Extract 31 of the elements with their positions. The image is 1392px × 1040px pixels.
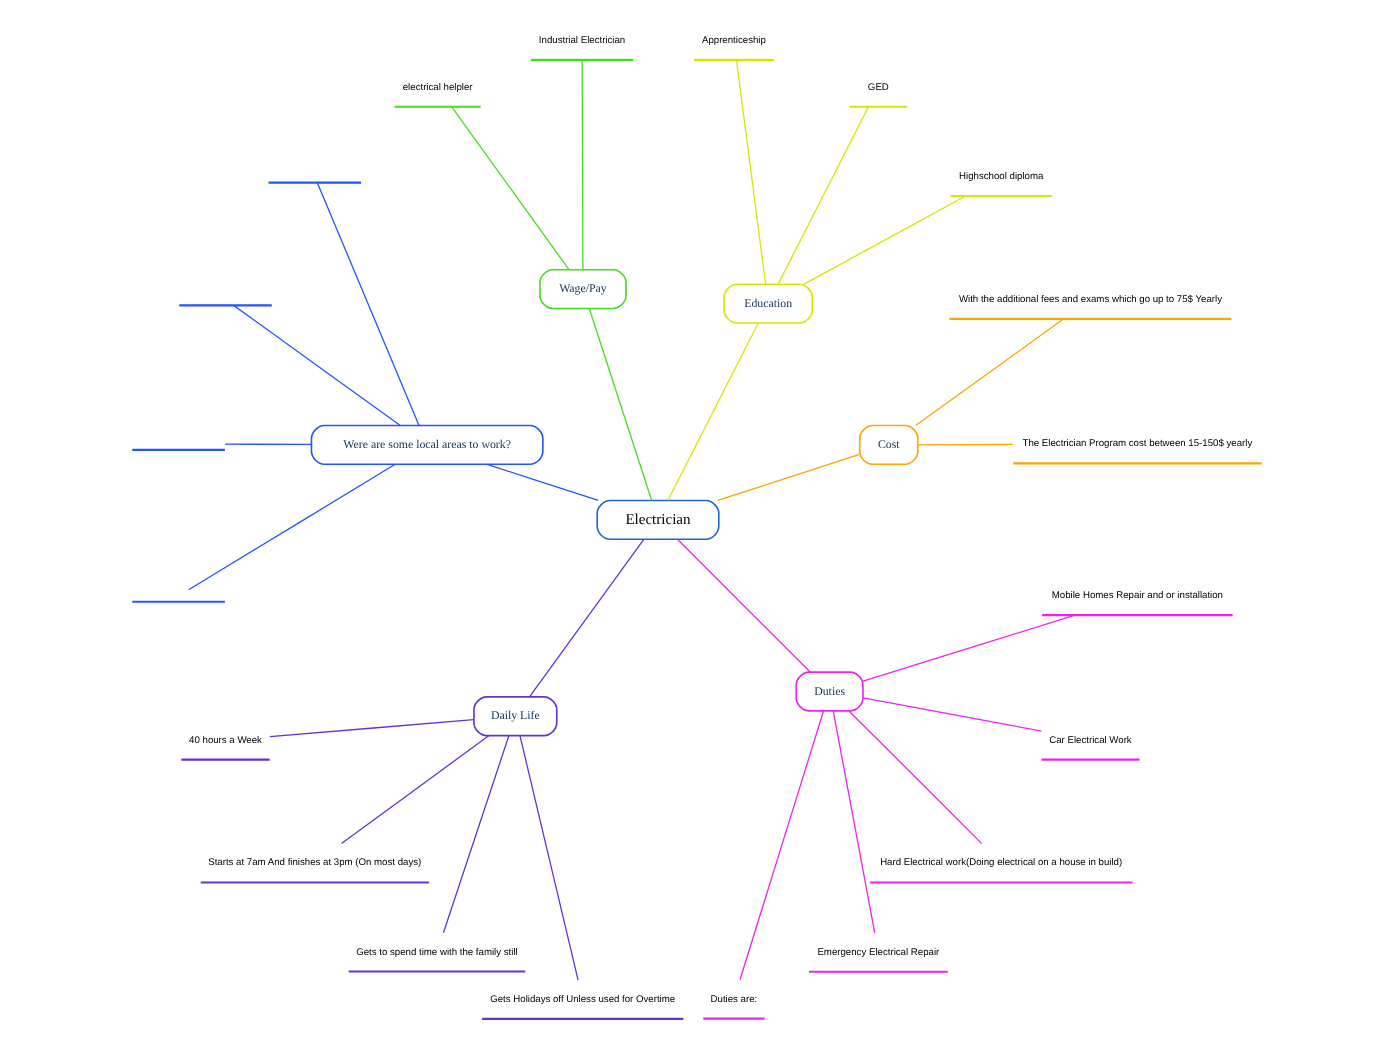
connector (580, 59, 583, 271)
connector (450, 106, 569, 270)
connector (916, 443, 1013, 446)
connector (666, 322, 758, 501)
connector (776, 106, 869, 285)
node-underline (131, 448, 224, 451)
node-underline (178, 304, 271, 307)
connector (518, 735, 578, 981)
connector (315, 182, 419, 426)
connector (802, 195, 966, 285)
node-underline (131, 600, 224, 603)
connector (223, 443, 311, 446)
connector (861, 614, 1075, 682)
node-box: Electrician (595, 499, 719, 541)
connector (676, 538, 810, 673)
connector (914, 318, 1064, 426)
connector (232, 304, 400, 426)
connector (441, 735, 509, 934)
connector (831, 710, 875, 934)
connector (734, 59, 766, 285)
connector (527, 538, 644, 698)
connector (339, 735, 489, 845)
connector (861, 697, 1042, 732)
connector (847, 710, 982, 845)
connector (187, 463, 395, 591)
connector (738, 710, 824, 981)
node-underline (267, 181, 361, 184)
connector (716, 453, 860, 502)
connector (485, 463, 598, 502)
connector (268, 719, 474, 738)
connector (587, 308, 652, 501)
